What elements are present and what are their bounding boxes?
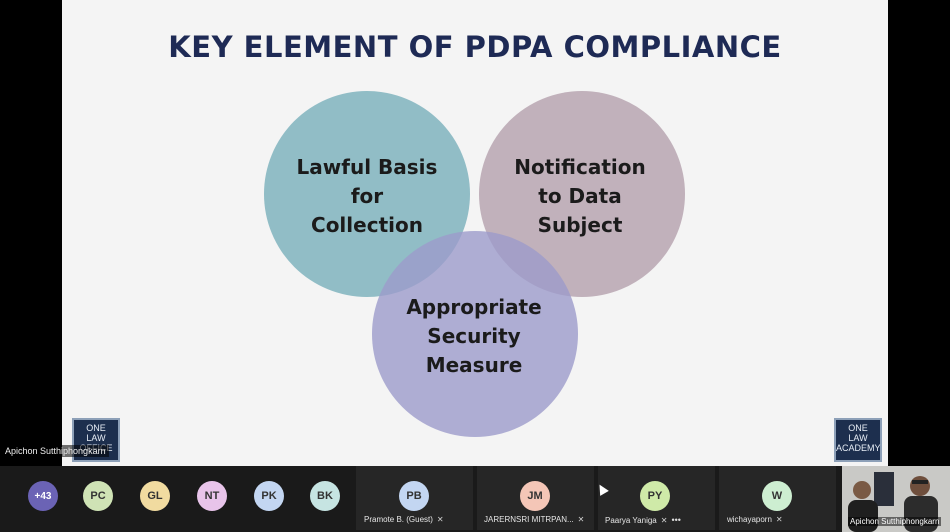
circle-label-2b: to Data bbox=[538, 184, 621, 208]
circle-label-3b: Security bbox=[427, 324, 520, 348]
participant-avatar-pb: PB bbox=[399, 481, 429, 511]
mic-off-icon: ✕ bbox=[775, 515, 783, 524]
circle-label-1c: Collection bbox=[311, 213, 423, 237]
circle-security bbox=[372, 231, 578, 437]
participant-name-jm: JARERNSRI MITRPAN... ✕ bbox=[484, 515, 584, 524]
slide-title: KEY ELEMENT OF PDPA COMPLIANCE bbox=[168, 30, 782, 64]
mic-off-icon: ✕ bbox=[436, 515, 444, 524]
logo-right-line-2: LAW bbox=[848, 433, 868, 443]
presenter-video-name: Apichon Sutthiphongkarn bbox=[848, 517, 942, 526]
participant-name-pb: Pramote B. (Guest) ✕ bbox=[364, 515, 444, 524]
participant-avatar-w: W bbox=[762, 481, 792, 511]
participant-avatar-pc[interactable]: PC bbox=[83, 481, 113, 511]
venn-diagram: Lawful Basis for Collection Notification… bbox=[264, 91, 685, 437]
circle-label-1a: Lawful Basis bbox=[297, 155, 438, 179]
participant-name-pb-text: Pramote B. (Guest) bbox=[364, 515, 433, 524]
more-options-icon[interactable]: ••• bbox=[671, 515, 681, 525]
circle-label-1b: for bbox=[351, 184, 383, 208]
participant-avatar-pk[interactable]: PK bbox=[254, 481, 284, 511]
mic-off-icon: ✕ bbox=[660, 515, 668, 525]
participant-avatar-jm: JM bbox=[520, 481, 550, 511]
presentation-slide: KEY ELEMENT OF PDPA COMPLIANCE Lawful Ba… bbox=[62, 0, 888, 466]
circle-lawful-basis bbox=[264, 91, 470, 297]
logo-right-line-3: ACADEMY bbox=[836, 443, 881, 453]
circle-notification bbox=[479, 91, 685, 297]
participant-avatar-nt[interactable]: NT bbox=[197, 481, 227, 511]
circle-label-3c: Measure bbox=[426, 353, 523, 377]
one-law-academy-logo: ONE LAW ACADEMY bbox=[834, 418, 882, 462]
participant-name-jm-text: JARERNSRI MITRPAN... bbox=[484, 515, 574, 524]
participant-name-py-text: Paarya Yaniga bbox=[605, 515, 657, 525]
participant-name-w-text: wichayaporn bbox=[727, 515, 772, 524]
participant-name-w: wichayaporn ✕ bbox=[727, 515, 783, 524]
participant-avatar-bk[interactable]: BK bbox=[310, 481, 340, 511]
participant-name-py: Paarya Yaniga ✕ ••• bbox=[605, 515, 681, 525]
participant-avatar-py: PY bbox=[640, 481, 670, 511]
circle-label-2a: Notification bbox=[514, 155, 645, 179]
logo-right-line-1: ONE bbox=[848, 423, 868, 433]
participant-avatar-gl[interactable]: GL bbox=[140, 481, 170, 511]
mic-off-icon: ✕ bbox=[577, 515, 585, 524]
presenter-name-label: Apichon Sutthiphongkarn bbox=[2, 445, 109, 457]
logo-left-line-2: LAW bbox=[86, 433, 106, 443]
circle-label-3a: Appropriate bbox=[406, 295, 541, 319]
more-participants-button[interactable]: +43 bbox=[28, 481, 58, 511]
logo-left-line-1: ONE bbox=[86, 423, 106, 433]
circle-label-2c: Subject bbox=[538, 213, 623, 237]
